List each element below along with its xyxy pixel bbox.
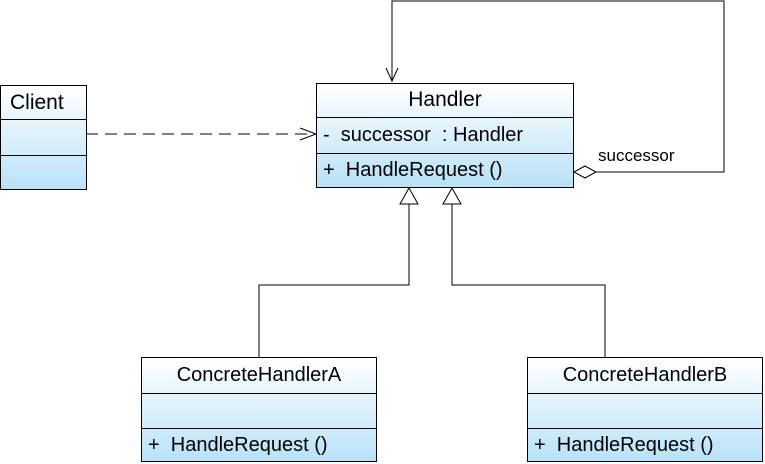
concrete-handler-a-operation: + HandleRequest () <box>142 428 376 461</box>
client-class-name: Client <box>10 91 64 114</box>
concrete-handler-b-name: ConcreteHandlerB <box>562 364 728 386</box>
handler-class-name: Handler <box>408 88 482 111</box>
handler-class[interactable]: Handler - successor : Handler + HandleRe… <box>316 83 574 188</box>
generalization-arrowhead-b <box>442 186 462 205</box>
concrete-handler-a-name: ConcreteHandlerA <box>176 364 342 386</box>
concrete-handler-b-attributes <box>528 393 762 428</box>
generalization-arrowhead-a <box>399 186 419 205</box>
client-operations <box>1 155 86 189</box>
client-attributes <box>1 119 86 155</box>
concrete-handler-b-class[interactable]: ConcreteHandlerB + HandleRequest () <box>527 357 763 462</box>
handler-attribute-successor: - successor : Handler <box>317 117 573 153</box>
concrete-handler-b-operation: + HandleRequest () <box>528 428 762 461</box>
successor-association-line <box>391 0 725 173</box>
aggregation-diamond <box>572 165 598 179</box>
generalization-line-b <box>451 204 606 357</box>
concrete-handler-a-attributes <box>142 393 376 428</box>
successor-arrowhead <box>385 67 399 83</box>
client-class[interactable]: Client <box>0 85 87 190</box>
concrete-handler-a-class[interactable]: ConcreteHandlerA + HandleRequest () <box>141 357 377 462</box>
successor-role-label: successor <box>598 146 675 165</box>
generalization-line-a <box>258 204 410 357</box>
handler-operation-handlerequest: + HandleRequest () <box>317 153 573 187</box>
